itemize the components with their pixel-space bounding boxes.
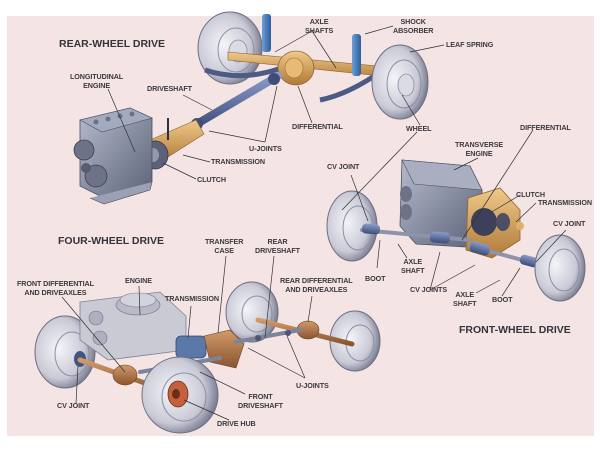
fwd-differential [496,213,510,231]
leader-lines [61,25,567,421]
fwd-axle-shaft-left [360,228,472,242]
rwd-longitudinal-engine [73,107,153,205]
fwd-wheel-right [534,234,586,302]
label-rear-driveshaft: REAR DRIVESHAFT [255,237,300,255]
label-fwd-axle-shaft-right: AXLE SHAFT [453,290,477,308]
label-shock-absorber: SHOCK ABSORBER [393,17,434,35]
label-rear-differential: REAR DIFFERENTIAL AND DRIVEAXLES [280,276,353,294]
rwd-shock-absorber-left [262,14,271,52]
four-wheel-drive-title: FOUR-WHEEL DRIVE [58,235,164,247]
rwd-u-joint-rear [268,73,280,85]
label-rwd-u-joints: U-JOINTS [249,144,282,153]
label-driveshaft: DRIVESHAFT [147,84,192,93]
label-fwd-axle-shaft-left: AXLE SHAFT [401,257,425,275]
label-drive-hub: DRIVE HUB [217,419,256,428]
4wd-wheel-rear-right [329,310,381,372]
fwd-transverse-engine [399,159,483,249]
4wd-transmission [175,335,207,359]
fwd-cv-joint-left-inner [429,231,451,244]
label-4wd-transmission: TRANSMISSION [165,294,219,303]
label-axle-shafts: AXLE SHAFTS [305,17,334,35]
label-fwd-cv-joint-right: CV JOINT [553,219,586,228]
label-rwd-differential: DIFFERENTIAL [292,122,343,131]
label-longitudinal-engine: LONGITUDINAL ENGINE [70,72,124,90]
4wd-front-differential [112,364,138,386]
fwd-cv-joint-left-outer [361,223,381,235]
label-4wd-cv-joint: CV JOINT [57,401,90,410]
label-rwd-clutch: CLUTCH [197,175,226,184]
rear-wheel-drive-illustration [73,11,429,205]
fwd-clutch [471,208,497,236]
label-front-differential: FRONT DIFFERENTIAL AND DRIVEAXLES [17,279,94,297]
label-transfer-case: TRANSFER CASE [205,237,244,255]
4wd-u-joint-2 [285,330,291,336]
label-4wd-engine: ENGINE [125,276,152,285]
four-wheel-drive-illustration [34,281,381,434]
4wd-u-joint-1 [255,335,261,341]
4wd-wheel-rear-left [225,281,279,343]
label-fwd-transmission: TRANSMISSION [538,198,592,207]
label-4wd-u-joints: U-JOINTS [296,381,329,390]
label-leaf-spring: LEAF SPRING [446,40,494,49]
label-wheel: WHEEL [406,124,432,133]
label-fwd-cv-joint-left: CV JOINT [327,162,360,171]
rwd-wheel-right [371,44,429,120]
fwd-cv-joint-right-inner [469,241,491,256]
label-fwd-cv-joints: CV JOINTS [410,285,448,294]
4wd-wheel-front-right [141,356,219,434]
label-fwd-clutch: CLUTCH [516,190,545,199]
rear-wheel-drive-title: REAR-WHEEL DRIVE [59,38,165,50]
label-fwd-boot-left: BOOT [365,274,386,283]
4wd-engine [79,291,187,361]
label-fwd-boot-right: BOOT [492,295,513,304]
label-fwd-differential: DIFFERENTIAL [520,123,571,132]
label-front-driveshaft: FRONT DRIVESHAFT [238,392,283,410]
label-transverse-engine: TRANSVERSE ENGINE [455,140,504,158]
front-wheel-drive-illustration [326,159,586,302]
front-wheel-drive-title: FRONT-WHEEL DRIVE [459,324,571,336]
fwd-cv-joint-right-outer [519,254,539,268]
rwd-shock-absorber-right [352,34,361,76]
label-rwd-transmission: TRANSMISSION [211,157,265,166]
